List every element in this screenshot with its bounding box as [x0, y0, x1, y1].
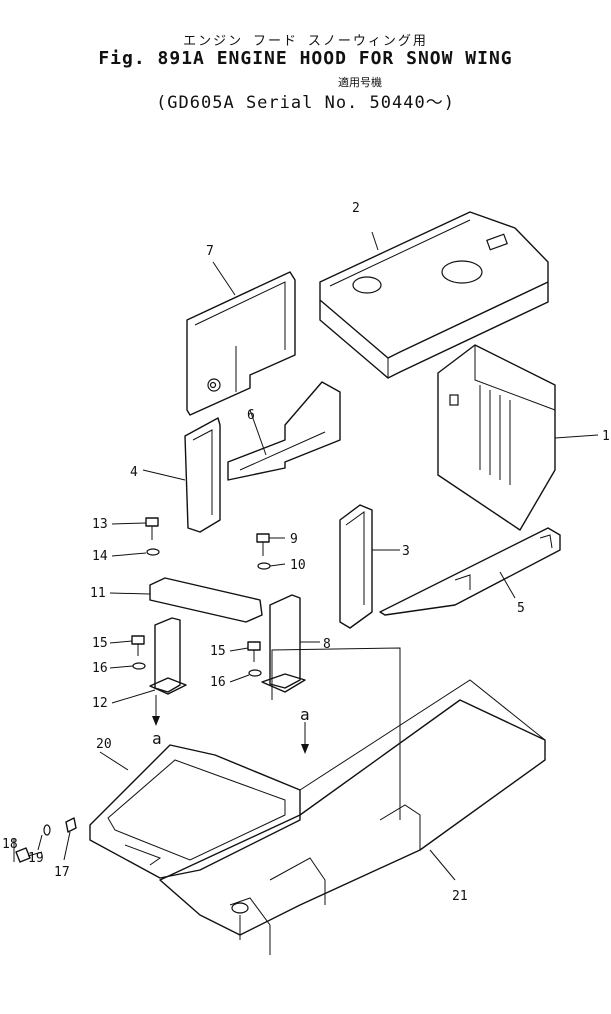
reference-arrow-a1: [152, 695, 160, 726]
part-4-narrow-panel: [142, 417, 221, 533]
part-1-front-grille: [437, 344, 599, 531]
bolt-15a: [109, 635, 145, 656]
japanese-title: エンジン フード スノーウィング用: [183, 34, 428, 49]
callout-8: 8: [323, 637, 331, 652]
bolt-9: [256, 533, 285, 556]
callout-11: 11: [90, 586, 106, 601]
callout-5: 5: [517, 601, 525, 616]
part-8-post: [261, 594, 320, 693]
callout-18: 18: [2, 837, 18, 852]
callout-12: 12: [92, 696, 108, 711]
part-21-main-frame: [159, 679, 546, 955]
part-12-post: [111, 617, 187, 704]
washer-16b: [229, 669, 262, 683]
callout-16b: 16: [210, 675, 226, 690]
part-2-hood-top: [319, 211, 549, 379]
washer-10: [257, 562, 286, 570]
part-3-vertical-panel: [339, 504, 400, 629]
callout-21: 21: [452, 889, 468, 904]
reference-arrow-a2: [301, 722, 309, 754]
part-11-cross-bracket: [109, 577, 263, 623]
callout-13: 13: [92, 517, 108, 532]
callout-16a: 16: [92, 661, 108, 676]
callout-9: 9: [290, 532, 298, 547]
figure-title: Fig. 891A ENGINE HOOD FOR SNOW WING: [98, 48, 513, 69]
bolt-13: [111, 517, 159, 540]
callout-15a: 15: [92, 636, 108, 651]
bolt-15b: [229, 641, 261, 662]
part-6-bracket-frame: [227, 381, 341, 481]
callout-6: 6: [247, 408, 255, 423]
callout-3: 3: [402, 544, 410, 559]
callout-15b: 15: [210, 644, 226, 659]
guide-lines: [271, 647, 401, 820]
part-7-side-panel: [186, 261, 296, 416]
part-20-front-frame: [89, 744, 301, 879]
callout-4: 4: [130, 465, 138, 480]
callout-19: 19: [28, 851, 44, 866]
applicable-label: 適用号機: [338, 76, 382, 89]
reference-label-a2: a: [300, 705, 310, 724]
washer-16a: [109, 662, 146, 670]
callout-2: 2: [352, 201, 360, 216]
callout-17: 17: [54, 865, 70, 880]
bolt-18: [13, 838, 43, 863]
callout-1: 1: [602, 429, 610, 444]
washer-14: [111, 548, 160, 557]
callout-20: 20: [96, 737, 112, 752]
part-5-long-bracket: [379, 527, 561, 616]
washer-19: [37, 824, 51, 851]
part-17: [63, 817, 77, 861]
callout-14: 14: [92, 549, 108, 564]
reference-label-a1: a: [152, 729, 162, 748]
callout-10: 10: [290, 558, 306, 573]
callout-7: 7: [206, 244, 214, 259]
serial-number: (GD605A Serial No. 50440～): [156, 93, 455, 113]
